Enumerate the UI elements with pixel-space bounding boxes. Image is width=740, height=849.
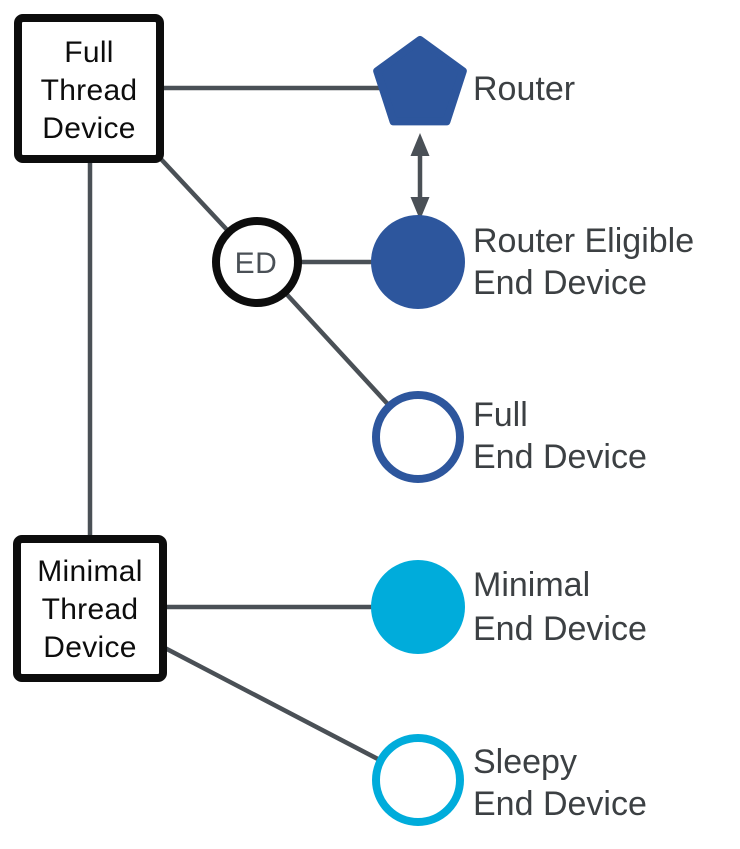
sed-label-line-2: End Device (473, 785, 647, 823)
med-label-line-1: Minimal (473, 566, 590, 604)
minimal-thread-device-box (13, 535, 167, 682)
sleepy-end-device-label: Sleepy End Device (473, 743, 647, 823)
full-end-device-node (372, 391, 464, 483)
arrow-head-up (410, 133, 430, 156)
med-label-line-2: End Device (473, 610, 647, 648)
arrow-head-down (410, 197, 430, 220)
router-eligible-end-device-node (371, 215, 465, 309)
reed-label-line-2: End Device (473, 264, 647, 302)
router-label: Router (473, 70, 575, 108)
mtd-line-1: Minimal (37, 555, 142, 588)
minimal-thread-device-label: Minimal Thread Device (37, 555, 142, 664)
fed-label-line-1: Full (473, 396, 528, 434)
minimal-end-device-node (371, 560, 465, 654)
bidirectional-arrow-icon (410, 133, 430, 220)
link-mtd-sed (161, 645, 420, 782)
ftd-line-2: Thread (41, 74, 138, 107)
full-thread-device-box (14, 14, 164, 163)
router-pentagon (373, 36, 467, 126)
fed-label-line-2: End Device (473, 438, 647, 476)
ftd-line-1: Full (64, 36, 114, 69)
mtd-line-3: Device (43, 631, 137, 664)
mtd-line-2: Thread (42, 593, 139, 626)
minimal-end-device-label: Minimal End Device (473, 566, 647, 648)
router-eligible-end-device-label: Router Eligible End Device (473, 222, 694, 302)
full-thread-device-label: Full Thread Device (41, 36, 138, 145)
full-end-device-label: Full End Device (473, 396, 647, 476)
ed-label: ED (235, 247, 278, 280)
reed-label-line-1: Router Eligible (473, 222, 694, 260)
ed-circle-node (212, 217, 302, 307)
ftd-line-3: Device (42, 112, 136, 145)
sleepy-end-device-node (372, 734, 464, 826)
sed-label-line-1: Sleepy (473, 743, 577, 781)
